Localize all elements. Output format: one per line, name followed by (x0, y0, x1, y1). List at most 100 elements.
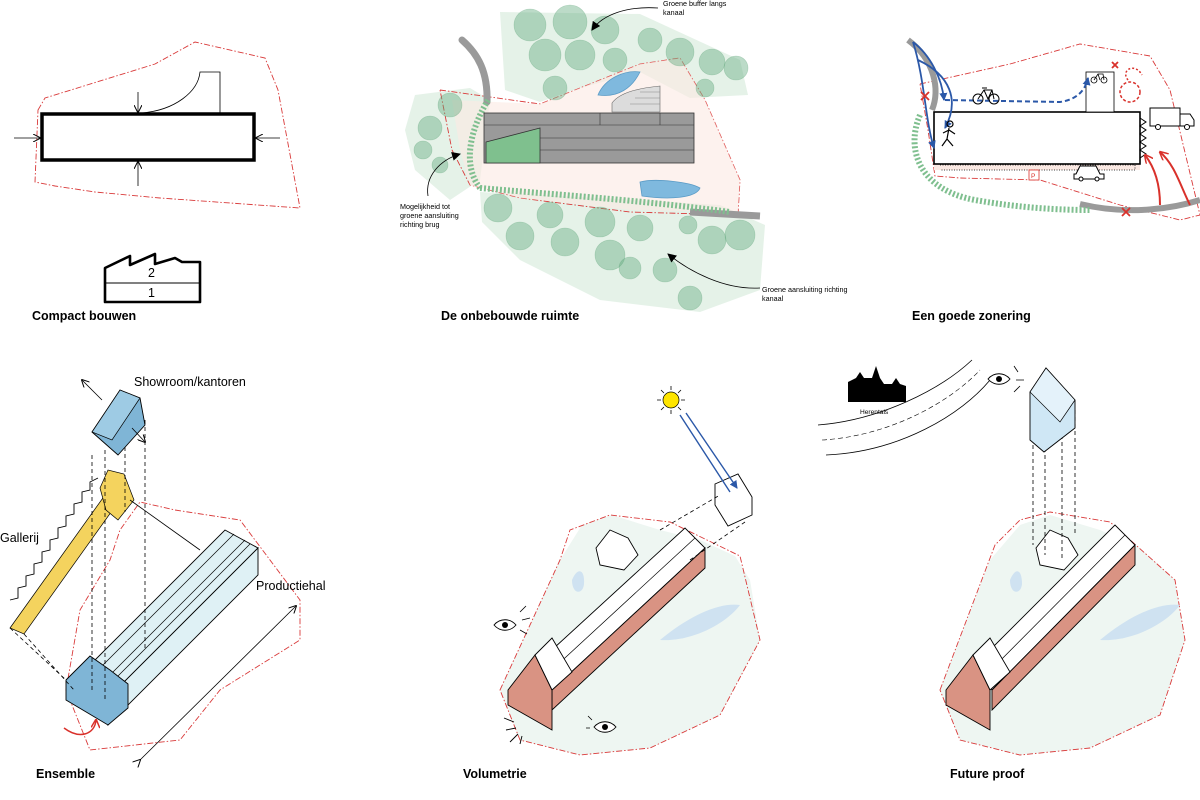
parking-sign (1028, 169, 1040, 181)
callout-arrow-bottom (667, 253, 761, 289)
note-top-line-1: Groene buffer langs (663, 0, 727, 8)
gallery-sawtooth (9, 477, 99, 601)
red-route-2 (1160, 152, 1191, 206)
panel-title: Ensemble (36, 767, 95, 781)
pond (1100, 604, 1180, 641)
green-buffer-south (480, 192, 765, 312)
tree-group (413, 4, 756, 311)
site-boundary (65, 501, 301, 751)
note-top-line-2: kanaal (663, 8, 685, 17)
blue-route-3 (917, 59, 953, 129)
rotation-arrow (63, 720, 96, 736)
road (458, 36, 491, 106)
projection-lines (9, 420, 146, 700)
road (906, 37, 939, 112)
label-productiehal: Productiehal (256, 579, 326, 593)
panel-future-proof: Herentals Future proof (817, 359, 1186, 781)
note-bottom-line-2: kanaal (762, 294, 784, 303)
label-showroom: Showroom/kantoren (134, 375, 246, 389)
site-boundary (439, 57, 741, 216)
panel-title: Een goede zonering (912, 309, 1031, 323)
note-bottom-line-1: Groene aansluiting richting (762, 285, 848, 294)
connector (129, 499, 201, 551)
panel-volumetrie: Volumetrie (463, 386, 761, 781)
curved-road-edge (825, 379, 991, 456)
panel-compact-bouwen: 2 1 Compact bouwen (14, 41, 301, 323)
panel-title: De onbebouwde ruimte (441, 309, 579, 323)
compact-building (40, 112, 256, 162)
pond (660, 604, 740, 641)
tower-block (595, 529, 639, 571)
label-gallerij: Gallerij (0, 531, 39, 545)
showroom-top-face (91, 389, 141, 441)
blue-route-2 (912, 41, 936, 149)
road-south (689, 208, 761, 220)
gable-roof (534, 637, 573, 691)
eye-icon (493, 605, 531, 635)
green-path-west (466, 98, 491, 190)
panel-title: Compact bouwen (32, 309, 136, 323)
red-route-1 (1145, 155, 1161, 206)
blue-route-1 (912, 41, 948, 101)
note-left-line-3: richting brug (400, 220, 440, 229)
panel-onbebouwde-ruimte: Groene buffer langs kanaal Mogelijkheid … (400, 0, 848, 323)
hall-ridge (980, 534, 1126, 681)
red-loop (1125, 67, 1143, 81)
sun-rays (679, 412, 737, 492)
pond-north (597, 71, 641, 96)
showroom-block (1085, 71, 1115, 113)
callout-arrow-top (591, 7, 659, 31)
pedestrian-icon (941, 120, 956, 147)
loading-docks (1139, 117, 1147, 159)
note-left-line-2: groene aansluiting (400, 211, 459, 220)
car-icon (1073, 165, 1105, 182)
site-boundary (919, 43, 1200, 221)
future-volume-top (1029, 367, 1076, 423)
blocked-markers (920, 61, 1131, 217)
section-icon: 2 1 (103, 252, 202, 304)
floor-label-upper: 2 (148, 266, 155, 280)
bicycle-icon (1090, 73, 1108, 84)
site-boundary (499, 514, 761, 756)
curved-road-center (821, 369, 981, 441)
green-path-south (479, 185, 731, 215)
arrow-se (131, 427, 145, 442)
road-south (1079, 197, 1200, 214)
bicycle-icon (972, 87, 1000, 105)
pond (572, 571, 585, 592)
light-rays (503, 717, 523, 745)
parking-label: P (1031, 173, 1036, 180)
eye-icon (586, 715, 617, 733)
gable-volume (945, 654, 991, 731)
projection-lines (659, 494, 746, 561)
callout-arrow-left (427, 151, 461, 197)
floor-label-lower: 1 (148, 286, 155, 300)
gable-roof (972, 637, 1011, 691)
panel-een-goede-zonering: P Een goede zonering (906, 37, 1200, 323)
gable-volume (507, 654, 553, 731)
panel-title: Volumetrie (463, 767, 527, 781)
site-boundary (939, 511, 1186, 756)
label-city: Herentals (860, 409, 889, 416)
blue-route-bike (944, 77, 1091, 104)
sun-icon (657, 386, 685, 414)
curved-annex (141, 71, 221, 114)
pond-south (639, 180, 701, 199)
hall-facade (991, 543, 1136, 712)
note-left-line-1: Mogelijkheid tot (400, 202, 450, 211)
pond (1010, 571, 1022, 592)
turning-circle (1119, 81, 1141, 103)
church-silhouette-icon (848, 366, 906, 402)
arrow-nw (82, 380, 103, 401)
hall-ridge (540, 537, 696, 681)
curved-road (817, 359, 973, 426)
eye-icon (987, 365, 1024, 393)
building-plan (483, 85, 695, 164)
panel-ensemble: Showroom/kantoren Gallerij Productiehal … (0, 375, 326, 781)
dimension-arrow (140, 606, 296, 760)
tower-block (1035, 529, 1079, 571)
building (933, 111, 1141, 165)
panel-title: Future proof (950, 767, 1025, 781)
gallery-head (99, 469, 135, 521)
